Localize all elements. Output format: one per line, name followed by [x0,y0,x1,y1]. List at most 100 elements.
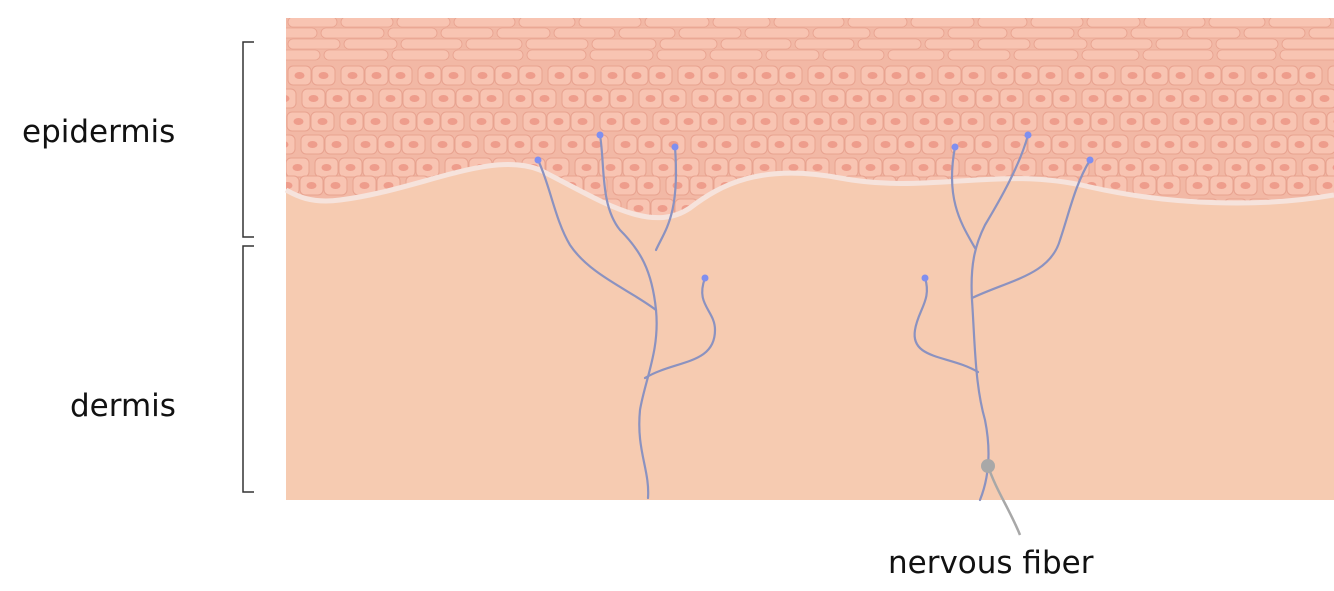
surface-cell [948,50,1010,60]
cell-nucleus [1193,182,1203,189]
dermis-label: dermis [70,391,176,422]
cell-nucleus [370,164,380,171]
cell-nucleus [1218,141,1228,148]
cell-nucleus [944,118,954,125]
nerve-ending [1025,132,1032,139]
cell-nucleus [1180,118,1190,125]
cell-nucleus [396,72,406,79]
surface-cell [1078,28,1127,38]
cell-nucleus [331,182,341,189]
cell-nucleus [333,95,343,102]
surface-cell [392,50,449,60]
cell-nucleus [1217,182,1227,189]
surface-cell [874,28,944,38]
surface-cell [948,28,1007,38]
cell-nucleus [591,182,601,189]
surface-cell [526,39,588,49]
surface-cell [1156,39,1212,49]
cell-nucleus [736,164,746,171]
surface-cell [1034,39,1087,49]
cell-nucleus [1152,72,1162,79]
surface-cell [1309,28,1334,38]
surface-cell [679,28,741,38]
cell-nucleus [881,141,891,148]
cell-nucleus [1150,164,1160,171]
cell-nucleus [1127,118,1137,125]
cell-nucleus [1267,95,1277,102]
cell-nucleus [516,95,526,102]
nerve-ending [597,132,604,139]
surface-cell [1282,39,1334,49]
cell-nucleus [449,72,459,79]
nerve-ending [535,157,542,164]
surface-cell [813,28,870,38]
cell-nucleus [1141,141,1151,148]
cell-nucleus [487,95,497,102]
surface-cell [397,17,450,27]
surface-cell [978,17,1027,27]
cell-nucleus [1166,95,1176,102]
cell-nucleus [1074,118,1084,125]
cell-nucleus [839,72,849,79]
surface-cell [823,50,884,60]
surface-cell [1091,39,1152,49]
cell-nucleus [997,118,1007,125]
cell-nucleus [386,95,396,102]
cell-nucleus [554,118,564,125]
surface-cell [341,17,393,27]
surface-cell [344,39,397,49]
cell-nucleus [1204,118,1214,125]
cell-nucleus [943,164,953,171]
surface-cell [657,50,706,60]
surface-cell [911,17,974,27]
cell-nucleus [1319,141,1329,148]
cell-nucleus [800,95,810,102]
cell-nucleus [357,95,367,102]
cell-nucleus [760,164,770,171]
surface-cell [745,28,809,38]
nerve-ending [702,275,709,282]
cell-nucleus [890,164,900,171]
surface-cell [324,50,388,60]
nerve-ending [952,144,959,151]
surface-cell [710,50,762,60]
cell-nucleus [502,72,512,79]
cell-nucleus [448,118,458,125]
cell-nucleus [646,95,656,102]
cell-nucleus [530,118,540,125]
cell-nucleus [1294,182,1304,189]
cell-nucleus [1165,141,1175,148]
cell-nucleus [1241,182,1251,189]
cell-nucleus [1219,95,1229,102]
cell-nucleus [361,141,371,148]
cell-nucleus [892,72,902,79]
cell-nucleus [645,141,655,148]
cell-nucleus [347,118,357,125]
epidermis-bracket [243,42,254,237]
surface-cell [453,50,523,60]
cell-nucleus [658,205,668,212]
cell-nucleus [828,141,838,148]
cell-nucleus [670,95,680,102]
cell-nucleus [790,118,800,125]
surface-cell [1144,17,1205,27]
surface-cell [441,28,493,38]
surface-cell [1187,28,1240,38]
cell-nucleus [294,118,304,125]
cell-nucleus [1020,164,1030,171]
cell-nucleus [968,118,978,125]
surface-cell [766,50,819,60]
surface-cell [660,39,717,49]
cell-nucleus [919,164,929,171]
cell-nucleus [1256,164,1266,171]
nerve-ending [1087,157,1094,164]
cell-nucleus [1059,141,1069,148]
cell-nucleus [1296,95,1306,102]
cell-nucleus [1176,72,1186,79]
cell-nucleus [360,182,370,189]
surface-cell [1244,28,1305,38]
surface-cell [1143,50,1213,60]
cell-nucleus [1128,72,1138,79]
cell-nucleus [789,164,799,171]
cell-nucleus [400,118,410,125]
